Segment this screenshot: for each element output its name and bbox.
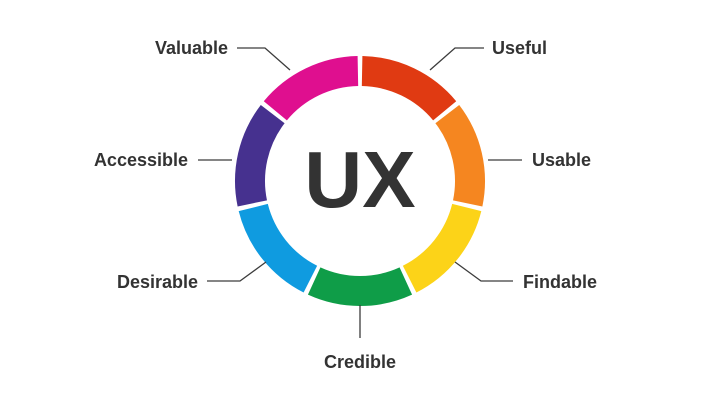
label-desirable: Desirable (117, 272, 198, 292)
label-accessible: Accessible (94, 150, 188, 170)
label-usable: Usable (532, 150, 591, 170)
segment-findable (402, 203, 482, 293)
leader-line-valuable (237, 47, 291, 71)
segment-labels: Useful Usable Findable Credible Desirabl… (94, 38, 597, 372)
label-findable: Findable (523, 272, 597, 292)
leader-lines (198, 47, 522, 338)
segment-usable (435, 104, 485, 207)
ux-ring (235, 56, 485, 306)
leader-line-useful (429, 47, 484, 71)
label-credible: Credible (324, 352, 396, 372)
segment-credible (307, 267, 413, 306)
segment-useful (361, 56, 457, 121)
segment-accessible (235, 104, 285, 207)
label-useful: Useful (492, 38, 547, 58)
segment-valuable (263, 56, 359, 121)
leader-line-desirable (207, 261, 267, 282)
leader-line-findable (454, 261, 513, 282)
center-ux-text: UX (304, 135, 415, 224)
label-valuable: Valuable (155, 38, 228, 58)
segment-desirable (238, 203, 318, 293)
